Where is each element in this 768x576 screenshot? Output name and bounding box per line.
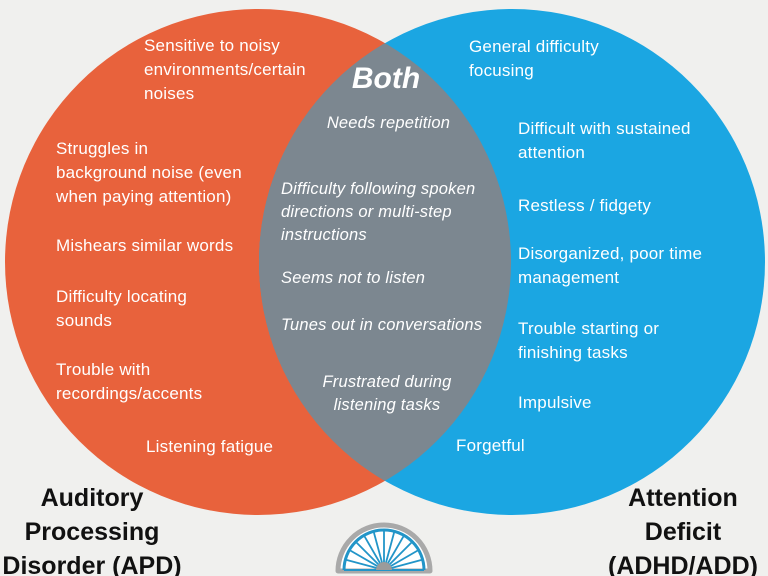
apd-label: Auditory Processing Disorder (APD) [2, 484, 182, 576]
adhd-item: Trouble starting or finishing tasks [518, 319, 660, 362]
overlap-region [259, 9, 511, 515]
adhd-item: Impulsive [518, 393, 592, 412]
fanlight-sunrise-logo-icon [335, 522, 433, 574]
both-item: Needs repetition [326, 114, 451, 132]
apd-item: Listening fatigue [146, 437, 274, 456]
both-item: Frustrated during listening tasks [322, 373, 452, 414]
apd-item: Mishears similar words [56, 236, 234, 255]
apd-item: Trouble with recordings/accents [56, 360, 203, 403]
adhd-item: General difficulty focusing [469, 37, 599, 80]
adhd-item: Disorganized, poor time management [518, 244, 703, 287]
adhd-label: Attention Deficit (ADHD/ADD) [608, 484, 758, 576]
both-item: Tunes out in conversations [281, 316, 483, 334]
both-item: Difficulty following spoken directions o… [281, 180, 476, 244]
adhd-item: Restless / fidgety [518, 196, 652, 215]
apd-item: Sensitive to noisy environments/certain … [144, 36, 306, 103]
both-heading: Both [351, 62, 421, 95]
both-item: Seems not to listen [281, 269, 426, 287]
adhd-item: Difficult with sustained attention [518, 119, 691, 162]
adhd-item: Forgetful [456, 436, 525, 455]
apd-item: Struggles in background noise (even when… [56, 139, 242, 206]
apd-item: Difficulty locating sounds [56, 287, 188, 330]
